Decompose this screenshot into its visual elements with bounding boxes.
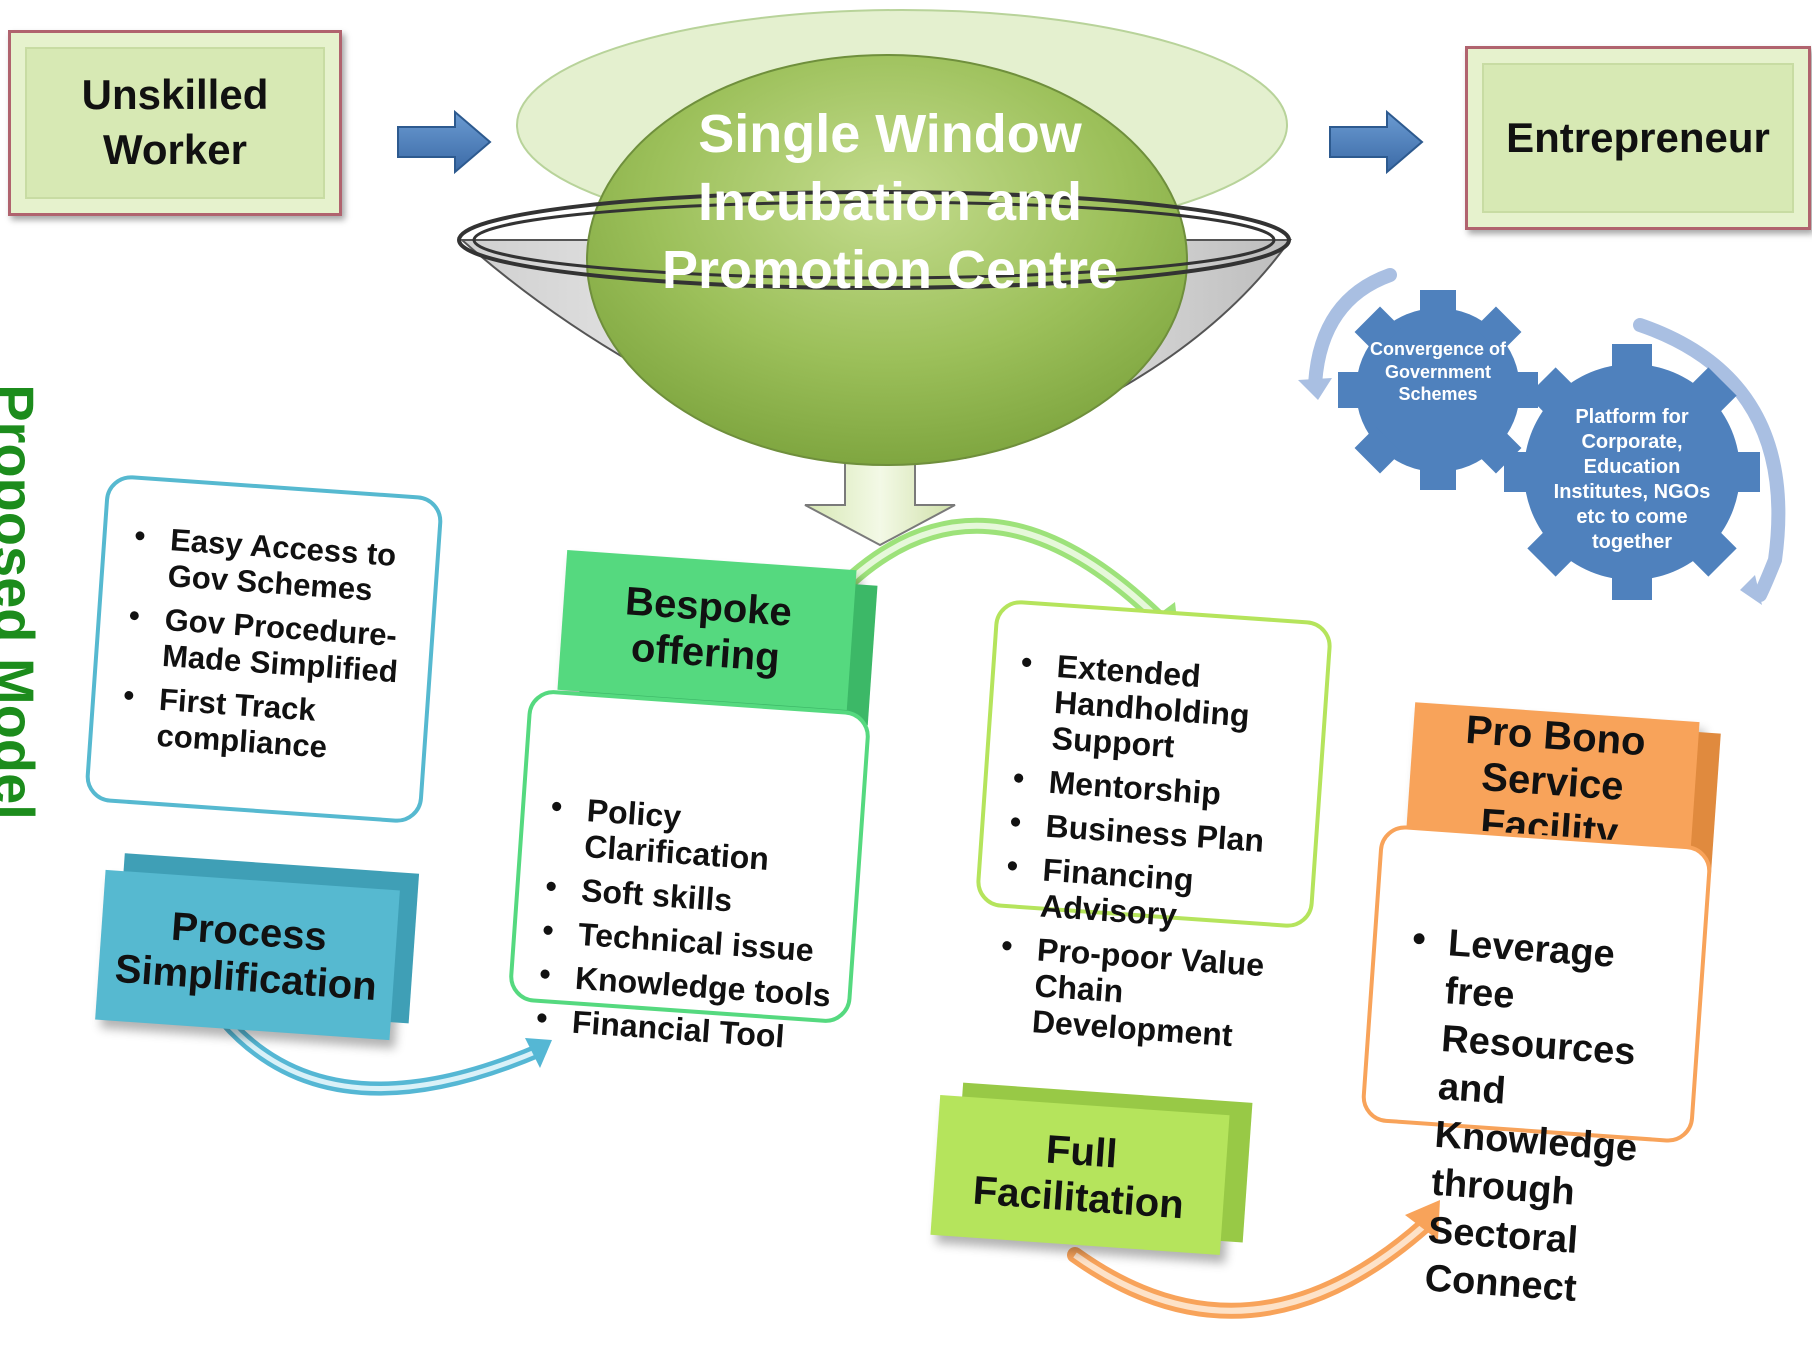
funnel-rim-outer bbox=[457, 190, 1291, 290]
arrow-right-2 bbox=[1329, 109, 1424, 175]
arrow-right-1 bbox=[397, 109, 492, 175]
funnel-stem-arrow bbox=[804, 457, 956, 547]
list-item: Financing Advisory bbox=[995, 849, 1299, 942]
list-item: Easy Access to Gov Schemes bbox=[123, 519, 427, 612]
cycle-arc-left bbox=[1308, 268, 1397, 392]
list-item: Gov Procedure- Made Simplified bbox=[117, 599, 421, 692]
gear-large-label: Platform for Corporate, Education Instit… bbox=[1553, 406, 1711, 553]
unskilled-worker-box: Unskilled Worker bbox=[8, 30, 342, 216]
entrepreneur-label: Entrepreneur bbox=[1506, 113, 1770, 161]
list-item: Extended Handholding Support bbox=[1007, 645, 1314, 774]
process-simplification-panel: Easy Access to Gov Schemes Gov Procedure… bbox=[83, 473, 445, 825]
center-blob bbox=[586, 54, 1188, 466]
funnel-rim-inner bbox=[472, 200, 1276, 280]
pro-bono-list: Leverage free Resources and Knowledge th… bbox=[1379, 916, 1671, 1326]
curve-arrow-blue-head bbox=[525, 1038, 552, 1068]
full-facilitation-list: Extended Handholding Support Mentorship … bbox=[986, 645, 1313, 1065]
process-simplification-box: Process Simplification bbox=[95, 869, 400, 1041]
bespoke-offering-list: Policy Clarification Soft skills Technic… bbox=[526, 789, 863, 1067]
list-item: Leverage free Resources and Knowledge th… bbox=[1379, 916, 1670, 1318]
gear-small-label: Convergence of Government Schemes bbox=[1369, 339, 1507, 404]
gear-large bbox=[1504, 344, 1760, 600]
gear-small bbox=[1338, 290, 1538, 490]
full-facilitation-box: Full Facilitation bbox=[930, 1095, 1230, 1255]
process-simplification-list: Easy Access to Gov Schemes Gov Procedure… bbox=[111, 519, 427, 779]
bespoke-offering-box: Bespoke offering bbox=[557, 550, 857, 710]
cycle-arc-right bbox=[1633, 318, 1786, 602]
list-item: First Track compliance bbox=[112, 679, 416, 772]
unskilled-worker-label: Unskilled Worker bbox=[81, 71, 269, 173]
entrepreneur-box: Entrepreneur bbox=[1465, 46, 1811, 230]
list-item: Pro-poor Value Chain Development bbox=[987, 928, 1294, 1057]
center-title: Single Window Incubation and Promotion C… bbox=[661, 104, 1119, 300]
